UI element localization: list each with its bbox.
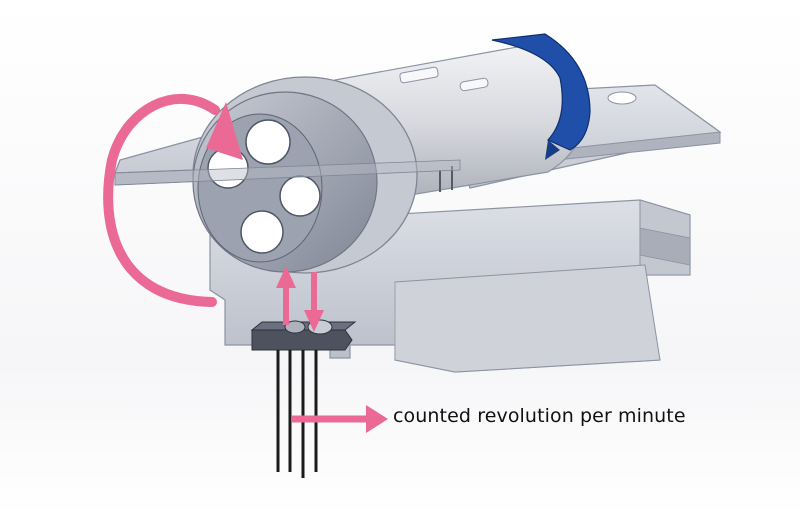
- motor-end-cap: [491, 33, 591, 160]
- wheel-hole: [245, 119, 291, 165]
- sensor-pins: [276, 350, 318, 478]
- output-label: counted revolution per minute: [393, 405, 686, 427]
- rotation-arrow-icon: [103, 94, 243, 307]
- wheel-hole: [279, 175, 321, 217]
- encoder-wheel: [192, 76, 418, 274]
- wheel-hole: [240, 210, 284, 254]
- reflective-sensor: [250, 319, 357, 351]
- output-arrow-icon: [292, 405, 388, 433]
- emit-arrow-icon: [276, 266, 296, 325]
- reflect-arrow-icon: [304, 272, 324, 332]
